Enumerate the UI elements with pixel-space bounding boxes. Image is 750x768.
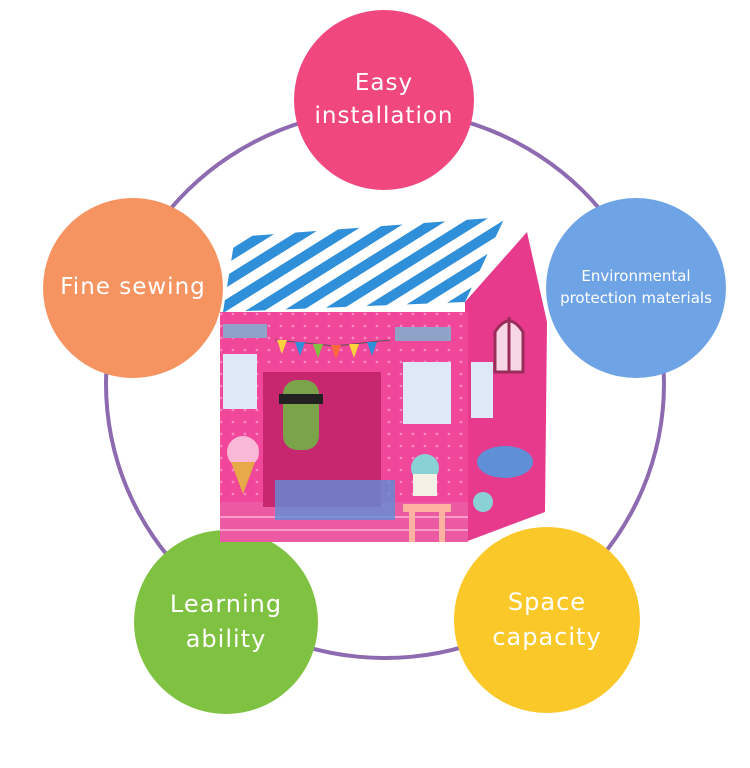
character-sunglasses [279, 394, 323, 404]
feature-learning-line1: Learning [169, 590, 283, 619]
stool-top [403, 504, 451, 512]
menu-poster [223, 354, 257, 409]
ice-cream-poster [403, 362, 451, 424]
feature-learning-line2: ability [185, 625, 267, 653]
bunting-flag [295, 342, 305, 356]
feature-sewing-label: Fine sewing [60, 274, 206, 301]
feature-easy-line2: installation [314, 103, 454, 129]
new-product-sign [223, 324, 267, 338]
feature-easy-line1: Easy [354, 69, 414, 96]
feature-learning-ability: Learning ability [134, 530, 318, 714]
bunting-flag [313, 344, 323, 358]
tent-floor-mat [275, 480, 395, 520]
welcome-sign [395, 327, 451, 341]
popsicle-character [283, 380, 319, 450]
feature-space-capacity: Space capacity [454, 527, 640, 713]
side-poster [471, 362, 493, 418]
tent-striped-roof [223, 217, 505, 312]
feature-easy-installation: Easy installation [294, 10, 474, 190]
side-table [477, 446, 533, 478]
feature-space-line2: capacity [492, 623, 602, 651]
feature-env-line1: Environmental [581, 267, 691, 286]
feature-env-line2: protection materials [560, 289, 712, 307]
feature-space-line1: Space [507, 588, 587, 617]
bunting-flag [331, 345, 341, 359]
bunting-flag [349, 344, 359, 358]
tent-product-image [220, 217, 547, 542]
bunting-flag [277, 340, 287, 354]
ice-cream-scoop [227, 436, 259, 468]
feature-fine-sewing: Fine sewing [43, 198, 223, 378]
ice-cream-cone [231, 462, 255, 494]
feature-environmental-materials: Environmental protection materials [546, 198, 726, 378]
side-cupcake [473, 492, 493, 512]
bunting-flag [367, 342, 377, 356]
